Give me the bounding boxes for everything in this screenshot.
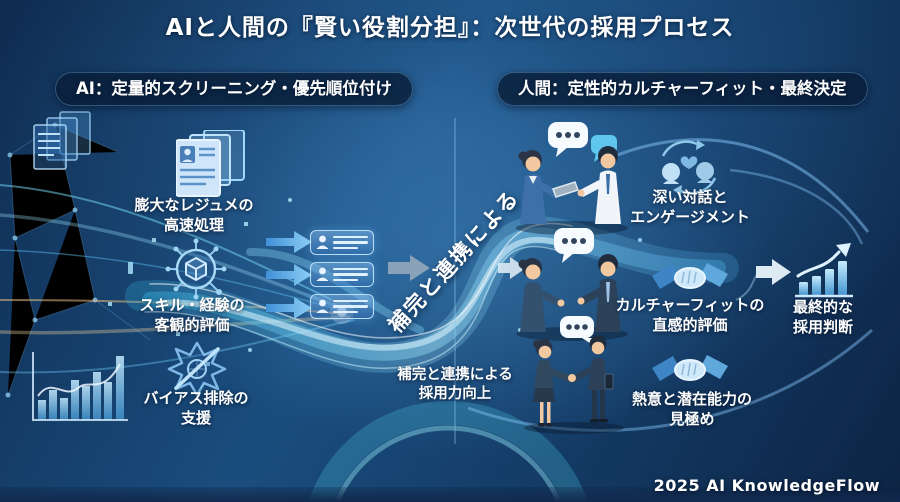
man-figure (568, 335, 614, 423)
input-arrow-2 (266, 264, 312, 286)
skill-network-icon (165, 238, 227, 300)
card-lines (333, 267, 368, 282)
center-caption: 補完と連携による 採用力向上 (397, 367, 513, 403)
human-item-label: カルチャーフィットの 直感的評価 (615, 296, 765, 334)
candidate-card (310, 262, 374, 287)
footer-band (0, 487, 900, 502)
candidate-card (310, 294, 374, 319)
outcome-label: 最終的な 採用判断 (792, 298, 853, 336)
analytics-chart-decoration (32, 352, 128, 421)
woman-figure (518, 258, 565, 332)
card-lines (333, 235, 368, 250)
dialogue-engagement-icon (661, 140, 717, 195)
connector-curves (467, 138, 873, 432)
person-icon (316, 267, 329, 281)
network-mesh-decoration (5, 122, 151, 398)
glowing-documents-decoration (33, 111, 91, 170)
input-arrow-1 (266, 231, 312, 253)
glow-particles-decoration (108, 198, 642, 366)
credit-text: 2025 AI KnowledgeFlow (653, 475, 880, 495)
candidate-card (310, 230, 374, 255)
growth-chart-icon (795, 243, 853, 298)
ai-item-label: スキル・経験の 客観的評価 (139, 296, 245, 334)
human-item-label: 熱意と潜在能力の 見極め (631, 390, 752, 428)
interviewer-woman (518, 150, 579, 224)
handshake-icon (652, 263, 728, 289)
human-section-pill: 人間：定性的カルチャーフィット・最終決定 (497, 72, 868, 106)
flow-arrows (266, 231, 791, 319)
resume-stack-icon (176, 130, 245, 197)
candidate-man (577, 146, 621, 224)
card-lines (333, 299, 368, 314)
human-section-label: 人間：定性的カルチャーフィット・最終決定 (518, 79, 847, 98)
ai-item-label: 膨大なレジュメの 高速処理 (134, 196, 254, 234)
interview-conversation-illustration (516, 122, 628, 235)
page-title: AIと人間の『賢い役割分担』：次世代の採用プロセス (165, 15, 735, 41)
mid-arrow (388, 255, 430, 281)
man-figure (577, 254, 621, 332)
input-arrow-3 (266, 297, 312, 319)
ai-section-label: AI：定量的スクリーニング・優先順位付け (76, 79, 392, 98)
glow-arc-decoration (308, 401, 588, 502)
person-icon (316, 235, 329, 249)
flow-wave (125, 216, 739, 373)
ai-section-pill: AI：定量的スクリーニング・優先順位付け (55, 72, 413, 106)
ai-item-label: バイアス排除の 支援 (143, 389, 249, 427)
handshake-agreement-illustration (524, 316, 624, 434)
person-icon (316, 299, 329, 313)
woman-figure (533, 339, 572, 427)
final-arrow (756, 259, 791, 285)
bias-filter-icon (167, 341, 227, 397)
human-item-label: 深い対話と エンゲージメント (630, 188, 750, 226)
handshake-icon (652, 355, 728, 381)
wave-exit-arrow (498, 257, 526, 279)
